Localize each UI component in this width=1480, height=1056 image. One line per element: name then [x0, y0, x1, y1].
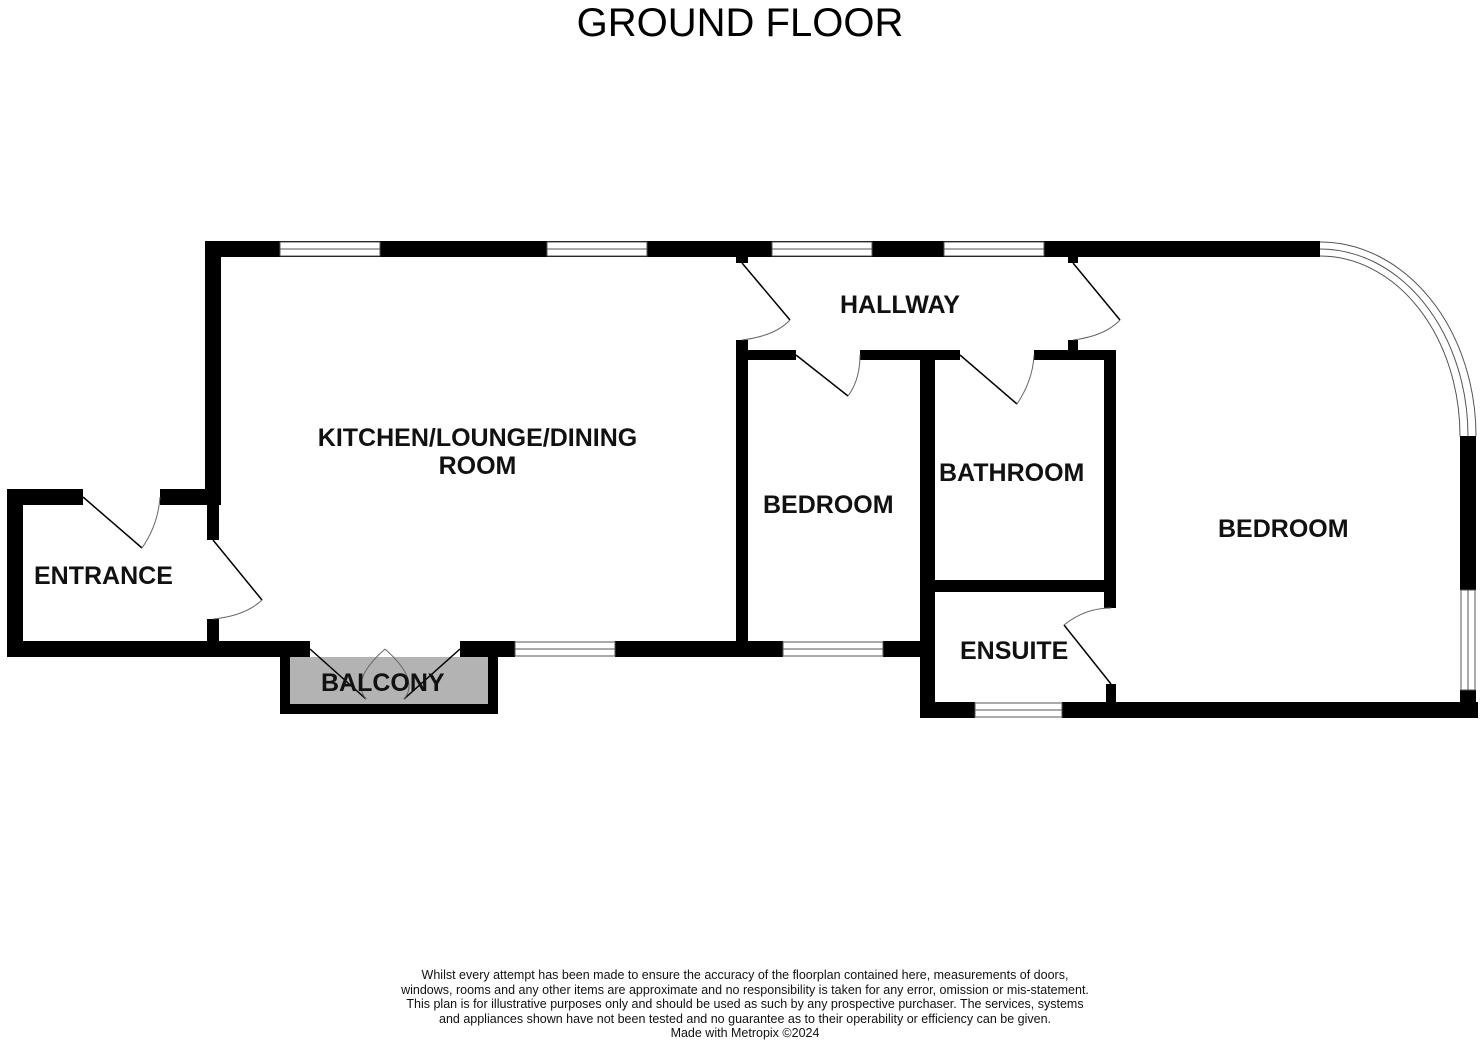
room-label-entrance: ENTRANCE [34, 562, 173, 590]
disclaimer-text: Whilst every attempt has been made to en… [401, 968, 1089, 1026]
room-label-bedroom-small: BEDROOM [763, 491, 894, 519]
walls [7, 241, 1478, 718]
floor-title: GROUND FLOOR [576, 1, 904, 45]
credit-text: Made with Metropix ©2024 [670, 1026, 820, 1041]
disclaimer: Whilst every attempt has been made to en… [400, 968, 1090, 1041]
room-label-ensuite: ENSUITE [960, 637, 1069, 665]
room-label-hallway: HALLWAY [840, 291, 960, 319]
curved-window [1319, 241, 1477, 437]
room-label-bedroom-main: BEDROOM [1218, 515, 1349, 543]
room-label-balcony: BALCONY [321, 669, 445, 697]
room-label-bathroom: BATHROOM [939, 459, 1085, 487]
balcony-area [290, 657, 488, 704]
windows [279, 241, 1476, 718]
doors [82, 262, 1121, 700]
room-label-kitchen: KITCHEN/LOUNGE/DINING ROOM [317, 424, 638, 480]
